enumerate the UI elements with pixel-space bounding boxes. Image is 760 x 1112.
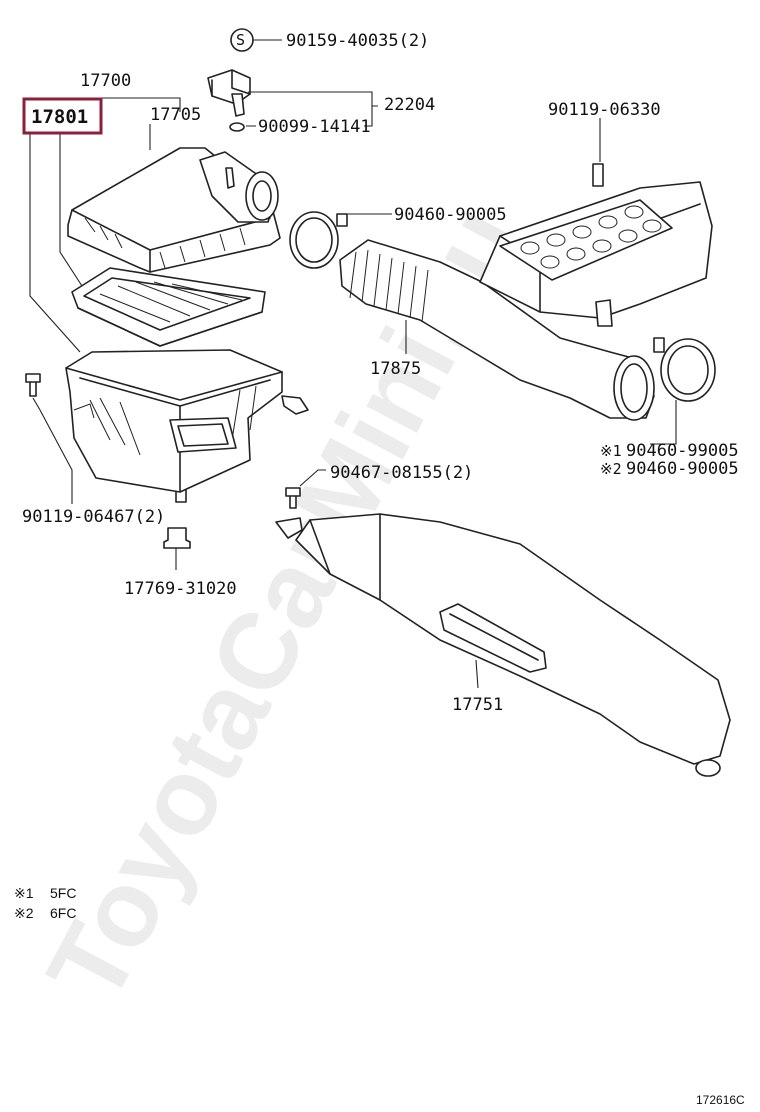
legend-mark-2: ※2 <box>14 905 34 921</box>
air-filter-element[interactable] <box>71 267 266 347</box>
mass-airflow-sensor[interactable]: S <box>207 28 254 132</box>
screw-duct[interactable] <box>285 487 301 509</box>
callout-sensor[interactable]: 22204 <box>384 95 435 115</box>
callout-grommet[interactable]: 17769-31020 <box>124 579 237 599</box>
legend-code-2: 6FC <box>50 905 76 921</box>
air-cleaner-case[interactable] <box>65 349 309 503</box>
callout-clamp-upper[interactable]: 90460-90005 <box>394 205 507 225</box>
callout-bolt-sensor[interactable]: 90159-40035(2) <box>286 31 429 51</box>
intake-resonator[interactable] <box>479 163 713 327</box>
callout-hose[interactable]: 17875 <box>370 359 421 379</box>
leader-lines <box>29 39 677 689</box>
callout-cap[interactable]: 17705 <box>150 105 201 125</box>
diagram-id: 172616C <box>696 1093 745 1107</box>
callout-clamp-variant1[interactable]: 90460-99005 <box>626 441 739 461</box>
air-cleaner-cap[interactable] <box>67 147 281 273</box>
intake-hose[interactable] <box>339 239 655 421</box>
callout-air-cleaner-assy[interactable]: 17700 <box>80 71 131 91</box>
callout-duct[interactable]: 17751 <box>452 695 503 715</box>
callout-clamp-variant2[interactable]: 90460-90005 <box>626 459 739 479</box>
variant2-mark: ※2 <box>600 460 622 478</box>
bolt-case[interactable] <box>25 373 41 397</box>
hose-clamp-lower[interactable] <box>653 337 716 402</box>
grommet[interactable] <box>163 527 191 549</box>
legend-mark-1: ※1 <box>14 885 34 901</box>
callout-o-ring[interactable]: 90099-14141 <box>258 117 371 137</box>
callout-highlighted-part[interactable]: 17801 <box>31 106 88 128</box>
hose-clamp-upper[interactable] <box>289 211 348 269</box>
legend-code-1: 5FC <box>50 885 76 901</box>
s-mark-label: S <box>236 31 245 49</box>
callout-bolt-right[interactable]: 90119-06330 <box>548 100 661 120</box>
callout-bolt-case[interactable]: 90119-06467(2) <box>22 507 165 527</box>
variant1-mark: ※1 <box>600 442 622 460</box>
air-intake-duct[interactable] <box>275 513 731 777</box>
highlight-box <box>22 97 103 135</box>
legend: ※1 5FC ※2 6FC <box>14 885 76 921</box>
callout-screw-duct[interactable]: 90467-08155(2) <box>330 463 473 483</box>
